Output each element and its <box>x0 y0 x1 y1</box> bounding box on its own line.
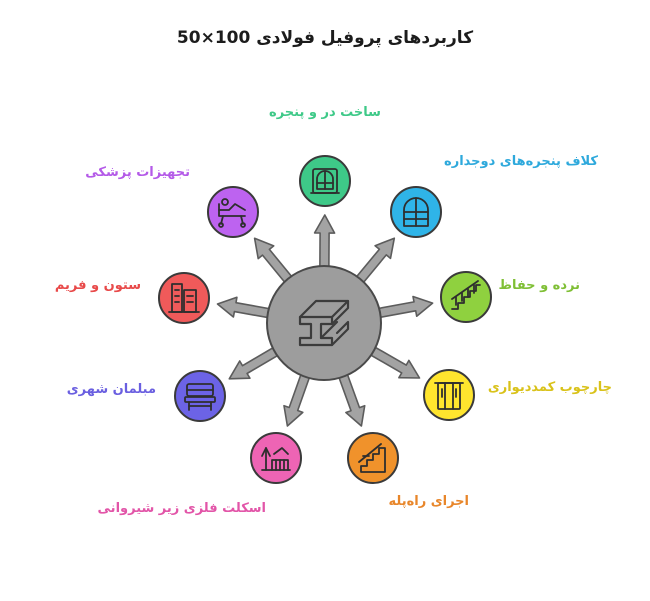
node-railing <box>440 271 492 323</box>
node-circle-roof <box>250 432 302 484</box>
label-stairs: اجرای راه‌پله <box>388 494 470 509</box>
roof-structure-icon <box>261 447 291 471</box>
stair-railing-icon <box>451 280 481 310</box>
staircase-icon <box>358 443 386 473</box>
node-roof <box>250 432 302 484</box>
steel-beam-icon <box>298 299 350 347</box>
window-icon <box>310 168 340 194</box>
label-medical: تجهیزات پزشکی <box>85 165 190 180</box>
node-door-window <box>299 155 351 207</box>
node-circle-medical <box>207 186 259 238</box>
node-window-frame <box>390 186 442 238</box>
node-medical <box>207 186 259 238</box>
arched-window-icon <box>403 197 429 227</box>
node-furniture <box>174 370 226 422</box>
diagram-title: کاربردهای پروفیل فولادی 100×50 <box>176 28 474 48</box>
label-column: ستون و فریم <box>54 278 141 293</box>
node-wardrobe <box>423 369 475 421</box>
node-column <box>158 272 210 324</box>
node-circle-wardrobe <box>423 369 475 421</box>
node-group <box>158 155 492 484</box>
label-roof: اسکلت فلزی زیر شیروانی <box>97 501 266 516</box>
bench-icon <box>184 383 216 411</box>
label-window-frame: کلاف پنجره‌های دوجداره <box>444 154 598 169</box>
node-stairs <box>347 432 399 484</box>
label-door-window: ساخت در و پنجره <box>269 105 381 120</box>
label-wardrobe: چارچوب کمددیواری <box>487 380 612 395</box>
wardrobe-icon <box>434 382 464 410</box>
label-railing: نرده و حفاظ <box>498 278 580 293</box>
label-furniture: مبلمان شهری <box>66 382 156 397</box>
hospital-bed-icon <box>218 198 246 228</box>
column-frame-icon <box>168 283 200 313</box>
